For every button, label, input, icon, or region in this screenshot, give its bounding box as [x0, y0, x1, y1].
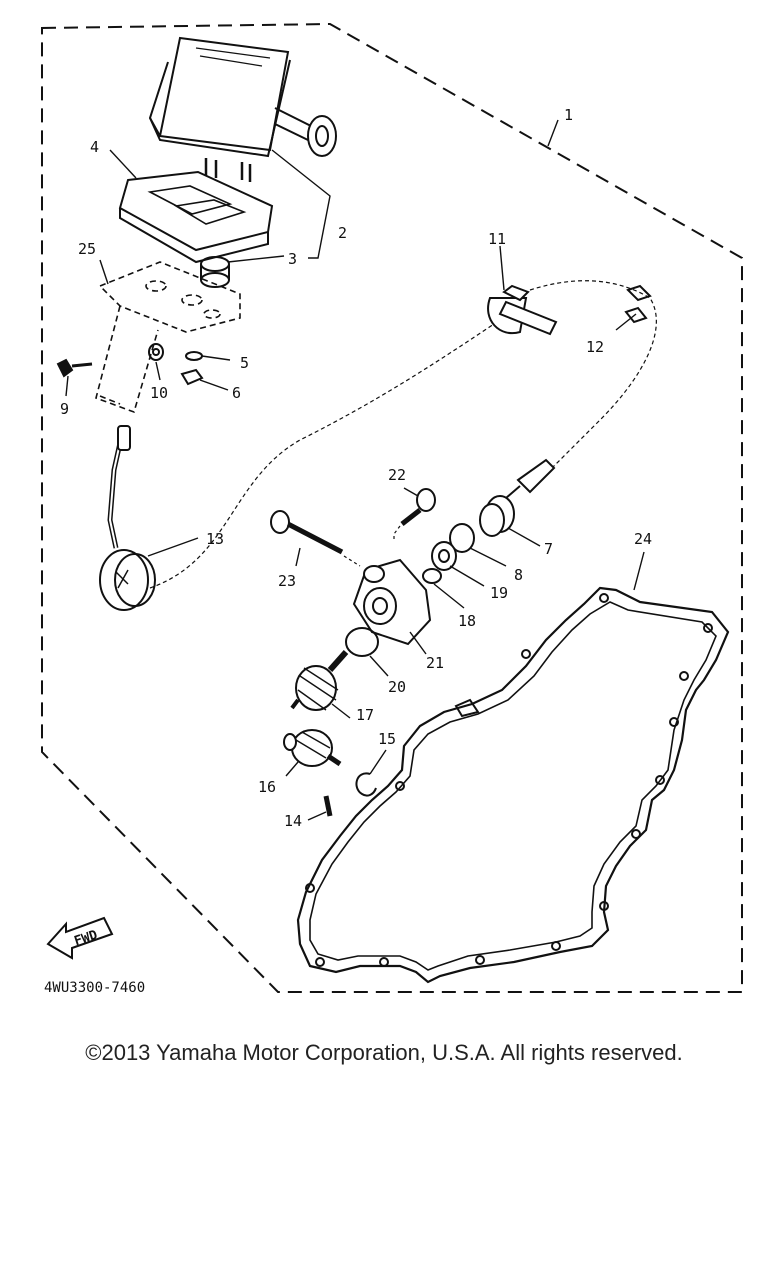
part-gear-housing	[352, 558, 432, 646]
fwd-arrow-icon: FWD	[46, 916, 114, 960]
leader-lines	[65, 119, 645, 821]
callout-11: 11	[488, 230, 506, 248]
callout-17: 17	[356, 706, 374, 724]
callout-4: 4	[90, 138, 99, 156]
callout-19: 19	[490, 584, 508, 602]
part-o-ring-20	[345, 627, 379, 657]
fwd-label: FWD	[72, 928, 99, 950]
part-o-ring-8	[449, 523, 475, 553]
callout-5: 5	[240, 354, 249, 372]
part-oil-seal	[431, 541, 457, 571]
callout-10: 10	[150, 384, 168, 402]
assembly-boundary	[41, 22, 743, 993]
callout-9: 9	[60, 400, 69, 418]
part-screw-22	[393, 488, 436, 540]
part-cable-band	[487, 284, 558, 336]
part-drive-gear	[283, 729, 342, 767]
part-washer-18	[422, 568, 442, 584]
callout-21: 21	[426, 654, 444, 672]
part-stay	[95, 261, 241, 414]
callout-12: 12	[586, 338, 604, 356]
part-meter-head	[148, 36, 337, 182]
part-bolt-23	[270, 510, 361, 567]
part-nut-6	[180, 368, 204, 386]
callout-7: 7	[544, 540, 553, 558]
part-collar-10	[148, 343, 164, 361]
callout-15: 15	[378, 730, 396, 748]
callout-23: 23	[278, 572, 296, 590]
callout-24: 24	[634, 530, 652, 548]
part-driven-gear	[290, 650, 349, 711]
callout-2: 2	[338, 224, 347, 242]
callout-6: 6	[232, 384, 241, 402]
part-gasket	[296, 586, 730, 984]
part-pin	[323, 795, 333, 817]
copyright-notice: ©2013 Yamaha Motor Corporation, U.S.A. A…	[85, 1040, 683, 1065]
part-circlip	[355, 772, 377, 797]
part-clamp	[529, 280, 657, 473]
part-bracket-plate	[118, 170, 274, 264]
callout-25: 25	[78, 240, 96, 258]
part-washer-5	[185, 351, 203, 361]
callout-8: 8	[514, 566, 523, 584]
part-bolt-9	[56, 358, 93, 378]
callout-14: 14	[284, 812, 302, 830]
callout-1: 1	[564, 106, 573, 124]
callout-22: 22	[388, 466, 406, 484]
callout-3: 3	[288, 250, 297, 268]
callout-13: 13	[206, 530, 224, 548]
callout-20: 20	[388, 678, 406, 696]
part-drive-shaft	[479, 458, 556, 537]
diagram-code: 4WU3300-7460	[44, 980, 145, 996]
callout-16: 16	[258, 778, 276, 796]
callout-18: 18	[458, 612, 476, 630]
part-grommet	[200, 256, 230, 288]
part-meter-cable	[99, 319, 501, 611]
part-number-labels: 1 2 3 4 5 6 7 8 9 10 11 12 13 14 15 16 1…	[60, 106, 652, 830]
